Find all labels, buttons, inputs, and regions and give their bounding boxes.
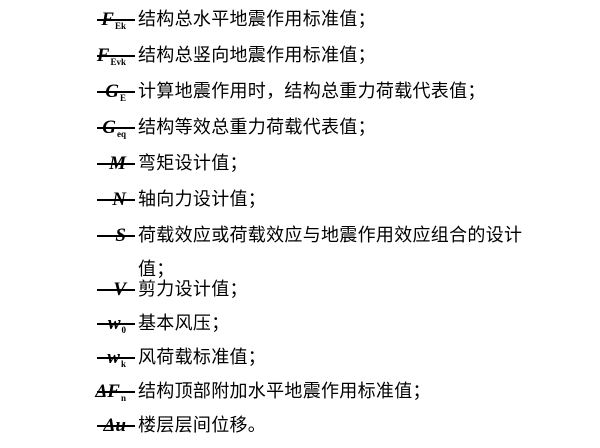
definition-row-delta-f-n: ΔFn 结构顶部附加水平地震作用标准值； xyxy=(0,374,600,410)
definition-text: 结构等效总重力荷载代表值； xyxy=(138,117,376,138)
definition-text: 结构总水平地震作用标准值； xyxy=(138,9,376,30)
em-dash-separator xyxy=(97,55,135,57)
definition-row-f-ek: FEk 结构总水平地震作用标准值； xyxy=(0,2,600,38)
definition-row-s: S 荷载效应或荷载效应与地震作用效应组合的设计 值； xyxy=(0,218,600,280)
definition-row-g-eq: Geq 结构等效总重力荷载代表值； xyxy=(0,110,600,146)
definition-row-delta-u: Δu 楼层层间位移。 xyxy=(0,408,600,444)
em-dash-separator xyxy=(97,91,135,93)
definition-row-f-evk: FEvk 结构总竖向地震作用标准值； xyxy=(0,38,600,74)
definition-text: 计算地震作用时，结构总重力荷载代表值； xyxy=(138,81,486,102)
em-dash-separator xyxy=(97,357,135,359)
definition-text: 轴向力设计值； xyxy=(138,189,267,210)
definition-row-m: M 弯矩设计值； xyxy=(0,146,600,182)
em-dash-separator xyxy=(97,391,135,393)
em-dash-separator xyxy=(97,127,135,129)
em-dash-separator xyxy=(97,19,135,21)
em-dash-separator xyxy=(97,235,135,237)
em-dash-separator xyxy=(97,323,135,325)
definition-text: 弯矩设计值； xyxy=(138,153,248,174)
definition-text-line-1: 荷载效应或荷载效应与地震作用效应组合的设计 xyxy=(138,225,523,246)
em-dash-separator xyxy=(97,289,135,291)
em-dash-separator xyxy=(97,163,135,165)
definition-text: 基本风压； xyxy=(138,313,230,334)
definition-row-v: V 剪力设计值； xyxy=(0,272,600,308)
definition-text: 风荷载标准值； xyxy=(138,347,267,368)
definition-text-line-2: 值； xyxy=(138,259,175,280)
definition-row-w-k: wk 风荷载标准值； xyxy=(0,340,600,376)
definition-text: 剪力设计值； xyxy=(138,279,248,300)
definition-row-n: N 轴向力设计值； xyxy=(0,182,600,218)
em-dash-separator xyxy=(97,425,135,427)
definition-row-g-e: GE 计算地震作用时，结构总重力荷载代表值； xyxy=(0,74,600,110)
em-dash-separator xyxy=(97,199,135,201)
definition-text: 楼层层间位移。 xyxy=(138,415,267,436)
definition-text: 结构顶部附加水平地震作用标准值； xyxy=(138,381,431,402)
definition-text: 结构总竖向地震作用标准值； xyxy=(138,45,376,66)
definition-row-w-0: w0 基本风压； xyxy=(0,306,600,342)
